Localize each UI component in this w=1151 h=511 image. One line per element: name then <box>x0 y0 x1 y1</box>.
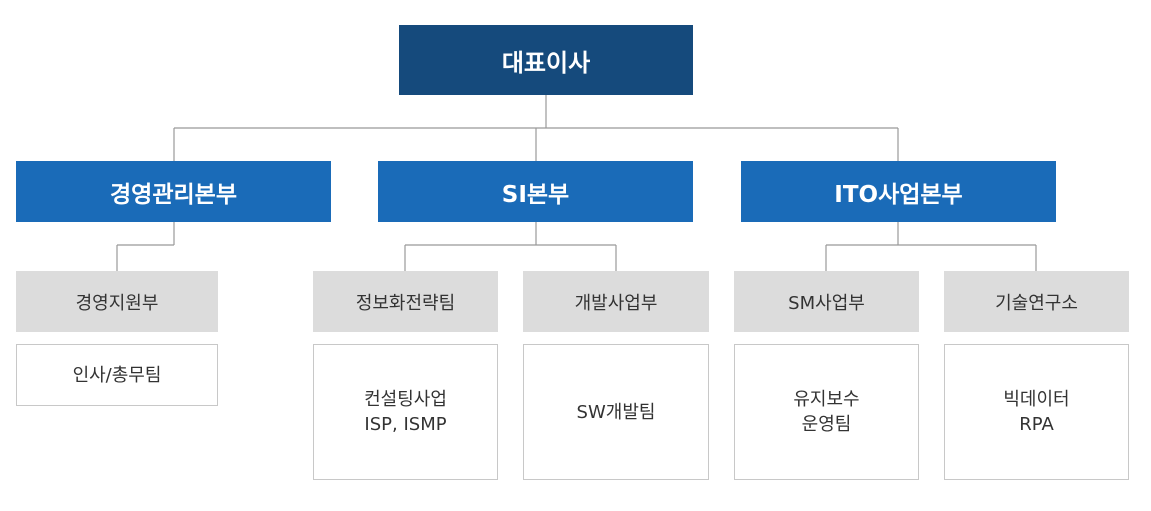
detail-line: 운영팀 <box>801 414 852 435</box>
detail-line: 유지보수 <box>793 389 860 410</box>
detail-development: SW개발팀 <box>523 344 709 480</box>
team-management-support: 경영지원부 <box>16 271 218 332</box>
division-label: SI본부 <box>501 181 570 208</box>
division-label: ITO사업본부 <box>834 181 963 208</box>
ceo-box: 대표이사 <box>399 25 693 95</box>
team-information-strategy: 정보화전략팀 <box>313 271 498 332</box>
detail-line: RPA <box>1019 414 1054 435</box>
detail-line: 인사/총무팀 <box>72 364 162 386</box>
team-sm-business: SM사업부 <box>734 271 919 332</box>
detail-tech-lab: 빅데이터 RPA <box>944 344 1129 480</box>
team-label: SM사업부 <box>788 292 865 314</box>
team-label: 개발사업부 <box>574 292 658 314</box>
team-label: 기술연구소 <box>995 292 1078 314</box>
detail-line: 빅데이터 <box>1003 389 1070 410</box>
division-ito: ITO사업본부 <box>741 161 1056 222</box>
detail-sm-business: 유지보수 운영팀 <box>734 344 919 480</box>
division-management: 경영관리본부 <box>16 161 331 222</box>
team-label: 정보화전략팀 <box>355 292 456 314</box>
team-development: 개발사업부 <box>523 271 709 332</box>
detail-line: 컨설팅사업 <box>364 389 447 410</box>
detail-line: ISP, ISMP <box>364 414 447 435</box>
team-label: 경영지원부 <box>75 292 159 314</box>
ceo-label: 대표이사 <box>501 48 591 77</box>
division-label: 경영관리본부 <box>110 181 237 208</box>
team-tech-lab: 기술연구소 <box>944 271 1129 332</box>
detail-information-strategy: 컨설팅사업 ISP, ISMP <box>313 344 498 480</box>
division-si: SI본부 <box>378 161 693 222</box>
detail-line: SW개발팀 <box>576 401 656 423</box>
detail-management-support: 인사/총무팀 <box>16 344 218 406</box>
